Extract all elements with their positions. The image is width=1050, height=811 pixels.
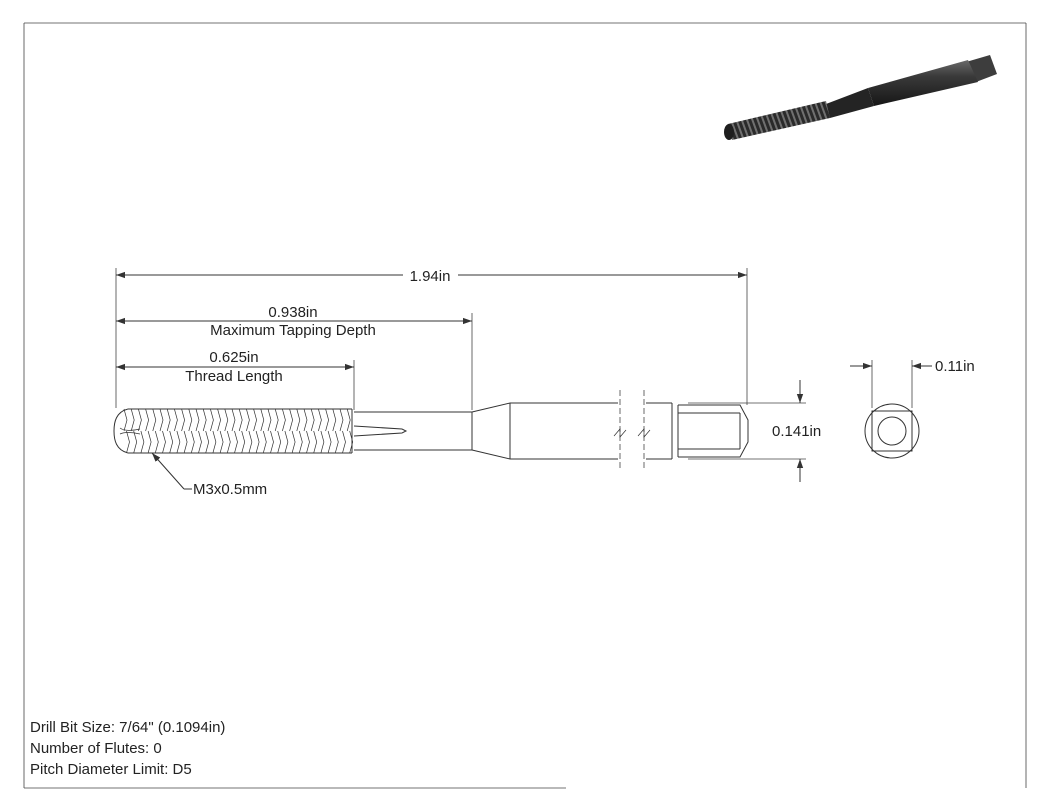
thread-crest (181, 408, 188, 454)
thread-crest (318, 408, 325, 454)
tap-3d-tip (724, 124, 734, 140)
thread-crests (123, 408, 354, 454)
thread-crest (289, 408, 296, 454)
thread-crest (188, 408, 195, 454)
thread-crest (166, 408, 174, 454)
thread-crest (310, 408, 318, 454)
thread-crest (246, 408, 253, 454)
thread-crest (253, 408, 260, 454)
thread-crest (231, 408, 238, 454)
thread-crest (202, 408, 210, 454)
thread-crest (152, 408, 159, 454)
tap-side-view (113, 390, 749, 468)
note-pitch-diameter-limit: Pitch Diameter Limit: D5 (30, 761, 192, 778)
thread-crest (159, 408, 166, 454)
note-number-of-flutes: Number of Flutes: 0 (30, 740, 162, 757)
tap-3d-neck (826, 88, 874, 118)
tap-3d-shank (868, 60, 978, 106)
thread-crest (332, 408, 339, 454)
thread-crest (138, 408, 145, 454)
thread-crest (238, 408, 246, 454)
thread-crest (210, 408, 217, 454)
thread-crest (130, 408, 138, 454)
dim-shank-diameter-text: 0.141in (772, 423, 821, 440)
dim-thread-length-value: 0.625in (209, 349, 258, 366)
dim-thread-length-label: Thread Length (185, 368, 283, 385)
dim-max-tapping-depth: 0.938in Maximum Tapping Depth (116, 304, 472, 339)
thread-crest (282, 408, 289, 454)
thread-crest (174, 408, 181, 454)
thread-crest (346, 408, 354, 454)
dim-square-size: 0.11in (850, 358, 975, 408)
tap-3d-view (724, 55, 997, 140)
dim-shank-diameter: 0.141in (688, 380, 821, 482)
dim-max-tapping-depth-label: Maximum Tapping Depth (210, 322, 376, 339)
thread-crest (195, 408, 202, 454)
thread-crest (339, 408, 346, 454)
thread-callout: M3x0.5mm (151, 452, 267, 498)
dim-square-size-text: 0.11in (935, 358, 975, 375)
thread-crest (123, 408, 130, 454)
dim-max-tapping-depth-value: 0.938in (268, 304, 317, 321)
thread-crest (267, 408, 274, 454)
thread-callout-text: M3x0.5mm (193, 481, 267, 498)
dim-thread-length: 0.625in Thread Length (116, 349, 354, 385)
thread-crest (303, 408, 310, 454)
dim-overall-length-text: 1.94in (410, 268, 451, 285)
dim-overall-length: 1.94in (116, 268, 747, 285)
thread-crest (145, 408, 152, 454)
thread-crest (217, 408, 224, 454)
note-drill-bit-size: Drill Bit Size: 7/64" (0.1094in) (30, 719, 226, 736)
tap-3d-threads (728, 101, 830, 140)
thread-crest (325, 408, 332, 454)
thread-crest (274, 408, 282, 454)
tap-end-view (864, 403, 920, 459)
thread-crest (296, 408, 303, 454)
thread-crest (260, 408, 267, 454)
thread-crest (224, 408, 231, 454)
sheet-border (23, 22, 1027, 789)
